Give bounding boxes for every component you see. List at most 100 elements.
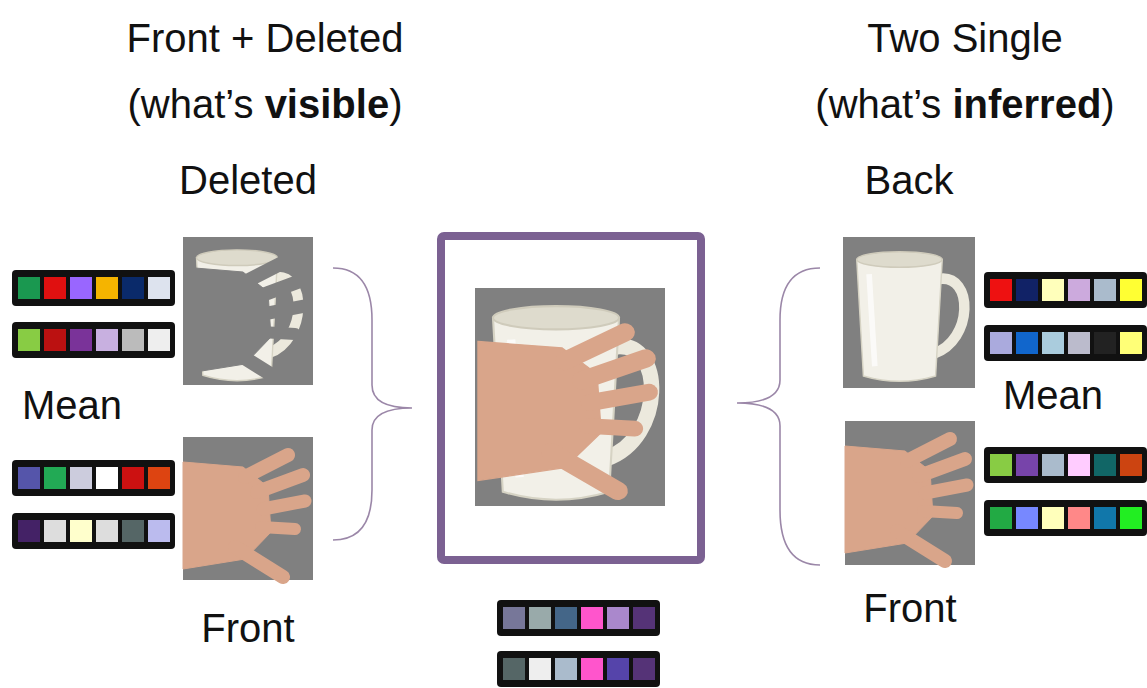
color-swatch bbox=[44, 520, 66, 542]
color-swatch bbox=[18, 467, 40, 489]
color-swatch bbox=[529, 658, 551, 680]
color-swatch bbox=[70, 520, 92, 542]
color-swatch bbox=[990, 332, 1012, 354]
palette-strip bbox=[12, 270, 175, 306]
color-swatch bbox=[122, 467, 144, 489]
palette-strip bbox=[984, 325, 1147, 361]
color-swatch bbox=[1094, 507, 1116, 529]
image-panel: Front bbox=[183, 437, 313, 580]
text-line: (what’s inferred) bbox=[765, 71, 1147, 137]
color-swatch bbox=[148, 520, 170, 542]
image-background bbox=[475, 288, 665, 506]
color-swatch bbox=[529, 607, 551, 629]
image-background bbox=[845, 421, 975, 565]
palette-strip bbox=[497, 600, 660, 636]
color-swatch bbox=[1016, 279, 1038, 301]
deleted-image bbox=[183, 250, 305, 382]
color-swatch bbox=[1016, 332, 1038, 354]
color-swatch bbox=[607, 658, 629, 680]
composite-image bbox=[478, 306, 652, 500]
color-swatch bbox=[18, 520, 40, 542]
color-swatch bbox=[1094, 454, 1116, 476]
color-swatch bbox=[18, 329, 40, 351]
panel-caption: Front bbox=[785, 585, 1035, 631]
color-swatch bbox=[70, 467, 92, 489]
color-swatch bbox=[1120, 279, 1142, 301]
color-swatch bbox=[633, 658, 655, 680]
color-swatch bbox=[503, 658, 525, 680]
text-line: Two Single bbox=[765, 5, 1147, 71]
palette-strip bbox=[984, 447, 1147, 483]
color-swatch bbox=[70, 277, 92, 299]
color-swatch bbox=[1042, 279, 1064, 301]
image-background bbox=[183, 437, 313, 580]
color-swatch bbox=[581, 658, 603, 680]
color-swatch bbox=[555, 658, 577, 680]
image-panel: Deleted bbox=[183, 237, 313, 385]
color-swatch bbox=[1120, 332, 1142, 354]
color-swatch bbox=[990, 454, 1012, 476]
color-swatch bbox=[1068, 507, 1090, 529]
palette-strip bbox=[497, 651, 660, 687]
color-swatch bbox=[990, 279, 1012, 301]
color-swatch bbox=[18, 277, 40, 299]
color-swatch bbox=[44, 277, 66, 299]
text-line: Front + Deleted bbox=[65, 5, 465, 71]
color-swatch bbox=[122, 329, 144, 351]
color-swatch bbox=[148, 467, 170, 489]
emphasis: inferred bbox=[952, 82, 1101, 126]
color-swatch bbox=[1120, 454, 1142, 476]
color-swatch bbox=[990, 507, 1012, 529]
palette-strip bbox=[12, 513, 175, 549]
palette-strip bbox=[984, 272, 1147, 308]
panel-caption: Deleted bbox=[123, 157, 373, 203]
hand-picture bbox=[183, 455, 305, 577]
panel-caption: Front bbox=[123, 605, 373, 651]
image-background bbox=[183, 237, 313, 385]
row-label: Mean bbox=[22, 372, 162, 438]
text-part: (what’s bbox=[815, 82, 952, 126]
panel-caption: Back bbox=[783, 157, 1035, 203]
curly-bracket bbox=[333, 268, 412, 540]
image-background bbox=[843, 237, 975, 388]
emphasis: visible bbox=[265, 82, 390, 126]
color-swatch bbox=[1120, 507, 1142, 529]
color-swatch bbox=[122, 520, 144, 542]
color-swatch bbox=[1068, 279, 1090, 301]
color-swatch bbox=[148, 329, 170, 351]
color-swatch bbox=[1042, 454, 1064, 476]
color-swatch bbox=[581, 607, 603, 629]
row-label: Mean bbox=[1003, 362, 1143, 428]
color-swatch bbox=[1016, 454, 1038, 476]
color-swatch bbox=[44, 329, 66, 351]
color-swatch bbox=[555, 607, 577, 629]
color-swatch bbox=[1042, 332, 1064, 354]
color-swatch bbox=[44, 467, 66, 489]
color-swatch bbox=[96, 277, 118, 299]
color-swatch bbox=[607, 607, 629, 629]
group-heading: Two Single (what’s inferred) bbox=[765, 5, 1147, 137]
text-part: ) bbox=[1101, 82, 1114, 126]
highlight-frame bbox=[441, 236, 701, 560]
color-swatch bbox=[70, 329, 92, 351]
palette-strip bbox=[12, 322, 175, 358]
color-swatch bbox=[148, 277, 170, 299]
hand-picture bbox=[478, 332, 649, 491]
color-swatch bbox=[503, 607, 525, 629]
image-panel: Front bbox=[845, 421, 975, 565]
color-swatch bbox=[96, 467, 118, 489]
hand-cutout bbox=[183, 260, 305, 382]
color-swatch bbox=[1094, 332, 1116, 354]
color-swatch bbox=[1016, 507, 1038, 529]
mug-picture bbox=[857, 252, 965, 381]
group-heading: Front + Deleted (what’s visible) bbox=[65, 5, 465, 137]
hand-picture bbox=[845, 439, 967, 561]
color-swatch bbox=[633, 607, 655, 629]
text-part: ) bbox=[389, 82, 402, 126]
color-swatch bbox=[1042, 507, 1064, 529]
color-swatch bbox=[122, 277, 144, 299]
color-swatch bbox=[1068, 332, 1090, 354]
color-swatch bbox=[1068, 454, 1090, 476]
text-part: (what’s bbox=[128, 82, 265, 126]
